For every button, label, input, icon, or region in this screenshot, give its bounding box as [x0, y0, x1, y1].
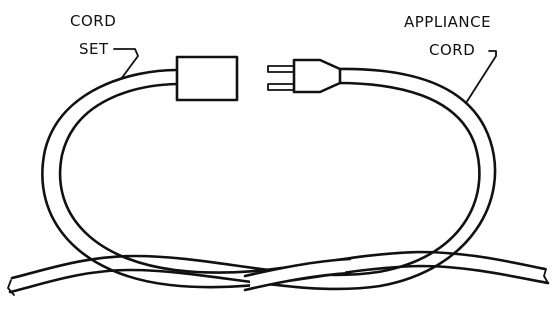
appliance-cord-cable [8, 67, 497, 294]
appliance-cord-label-line1: APPLIANCE [404, 13, 491, 31]
appliance-plug-body [292, 58, 342, 94]
left-tail-cut-end [7, 279, 15, 296]
plug-prong-bottom [267, 83, 295, 91]
appliance-cord-leader-line [465, 50, 497, 104]
cord-set-label-line1: CORD [70, 12, 116, 30]
crossing-edge-bottom [243, 271, 352, 292]
right-tail-cut-end [543, 268, 549, 284]
cord-set-leader-line [113, 48, 139, 80]
crossing-edge-top [243, 257, 352, 278]
cord-set-label-line2: SET [79, 40, 109, 58]
cord-set-cable [41, 68, 550, 289]
plug-prong-top [267, 65, 295, 73]
cord-set-connector [175, 55, 239, 102]
crossing-cover [250, 260, 345, 289]
appliance-cord-label-line2: CORD [429, 41, 475, 59]
